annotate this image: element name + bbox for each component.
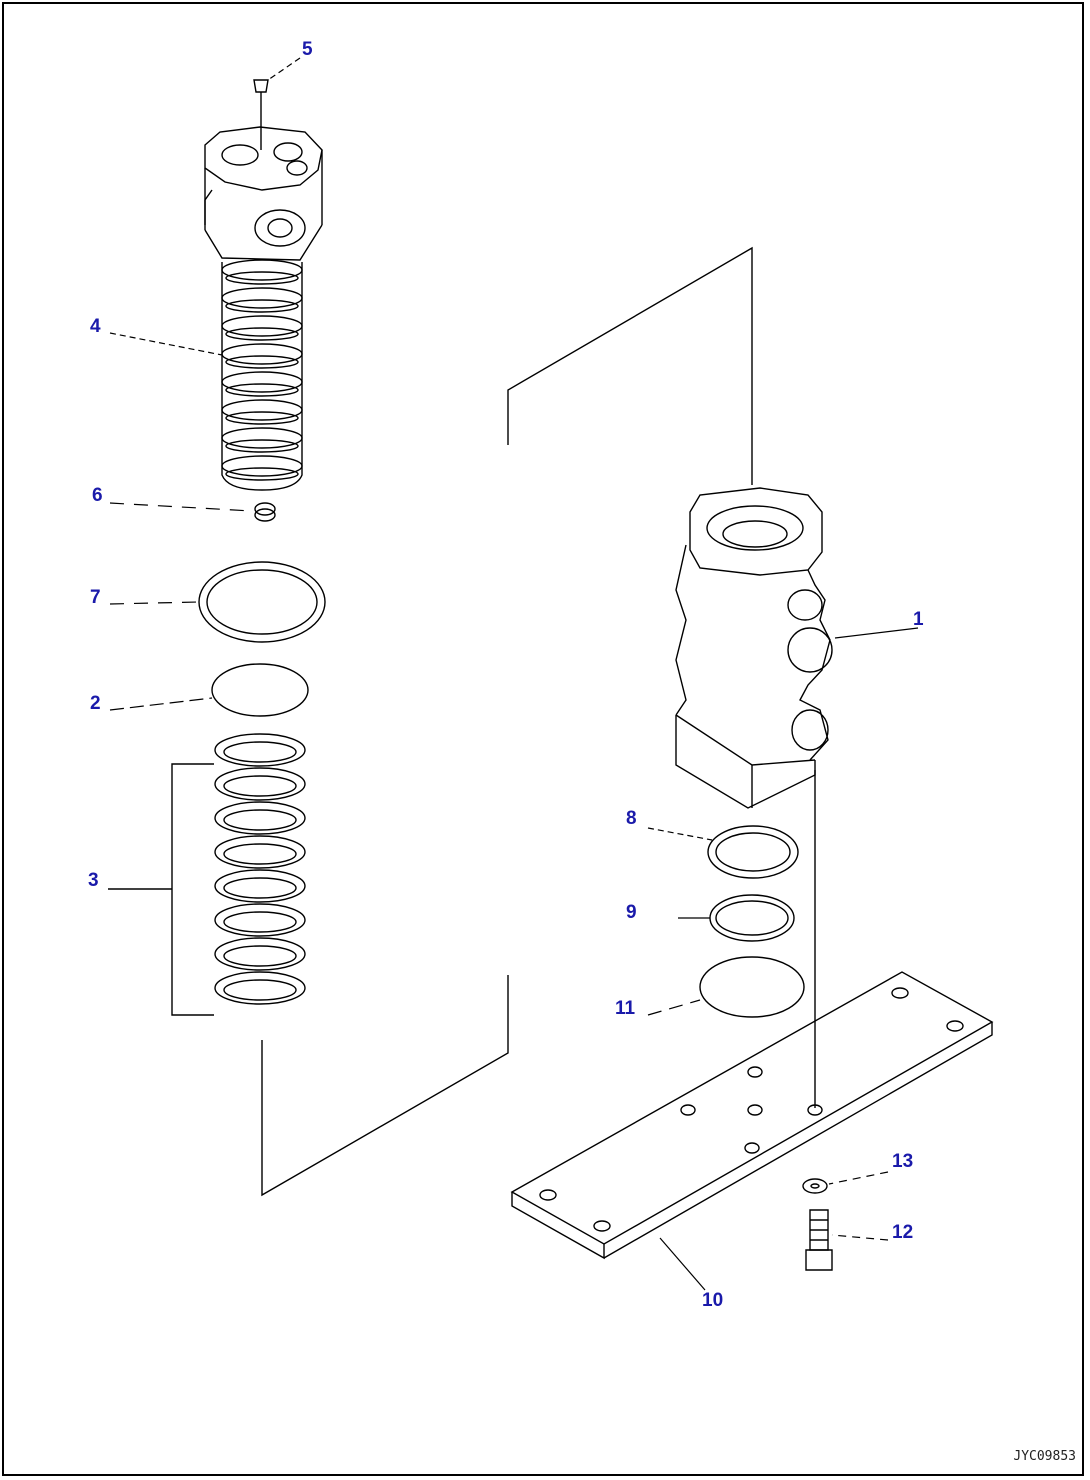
- spool-ring-inner: [225, 383, 299, 397]
- part-12-bolt: [805, 1209, 833, 1271]
- disc-outer: [214, 835, 306, 869]
- assembly-guide-lines: [261, 246, 753, 1197]
- disc-inner: [223, 741, 297, 763]
- disc-inner: [223, 911, 297, 933]
- part-8-ring: [707, 825, 799, 879]
- callout-8: 8: [626, 808, 637, 829]
- callout-4: 4: [90, 316, 101, 337]
- spool-ring-inner: [225, 327, 299, 341]
- spool-ring-outline: [221, 399, 303, 421]
- callout-2: 2: [90, 693, 101, 714]
- disc-outer: [214, 767, 306, 801]
- callout-6: 6: [92, 485, 103, 506]
- part-1-valve-body: [675, 487, 833, 1108]
- spool-ring-outline: [221, 259, 303, 281]
- spool-ring-inner: [225, 439, 299, 453]
- spool-ring-inner: [225, 355, 299, 369]
- disc-inner: [223, 945, 297, 967]
- part-4-spool-assembly: [204, 126, 323, 491]
- disc-outer: [214, 801, 306, 835]
- part-11-o-ring: [699, 956, 805, 1018]
- callout-12: 12: [892, 1222, 914, 1243]
- part-6-plug: [254, 502, 276, 522]
- part-4-spool-rings: [221, 259, 303, 481]
- part-2-o-ring: [211, 663, 309, 717]
- disc-outer: [214, 903, 306, 937]
- part-3-bracket: [108, 763, 214, 1016]
- callout-11: 11: [615, 998, 636, 1019]
- disc-inner: [223, 979, 297, 1001]
- disc-outer: [214, 971, 306, 1005]
- spool-ring-inner: [225, 271, 299, 285]
- spool-ring-outline: [221, 343, 303, 365]
- spool-ring-inner: [225, 299, 299, 313]
- callout-10: 10: [702, 1290, 724, 1311]
- leader-lines: [109, 57, 919, 1291]
- spool-ring-inner: [225, 411, 299, 425]
- callout-13: 13: [892, 1151, 914, 1172]
- part-7-ring: [198, 561, 326, 643]
- part-10-plate: [510, 971, 994, 1260]
- part-9-ring: [709, 894, 795, 942]
- part-5-bolt: [253, 79, 269, 150]
- disc-outer: [214, 733, 306, 767]
- callout-5: 5: [302, 39, 313, 60]
- callout-1: 1: [913, 609, 924, 630]
- spool-ring-outline: [221, 455, 303, 477]
- disc-inner: [223, 843, 297, 865]
- spool-ring-outline: [221, 427, 303, 449]
- spool-ring-outline: [221, 371, 303, 393]
- disc-inner: [223, 775, 297, 797]
- disc-outer: [214, 869, 306, 903]
- disc-outer: [214, 937, 306, 971]
- part-13-washer: [802, 1178, 828, 1194]
- spool-ring-outline: [221, 287, 303, 309]
- spool-ring-outline: [221, 315, 303, 337]
- part-3-disc-stack: [214, 733, 306, 1005]
- figure-id: JYC09853: [1013, 1449, 1076, 1464]
- spool-ring-inner: [225, 467, 299, 481]
- disc-inner: [223, 877, 297, 899]
- callout-9: 9: [626, 902, 637, 923]
- callout-3: 3: [88, 870, 99, 891]
- disc-inner: [223, 809, 297, 831]
- callout-7: 7: [90, 587, 101, 608]
